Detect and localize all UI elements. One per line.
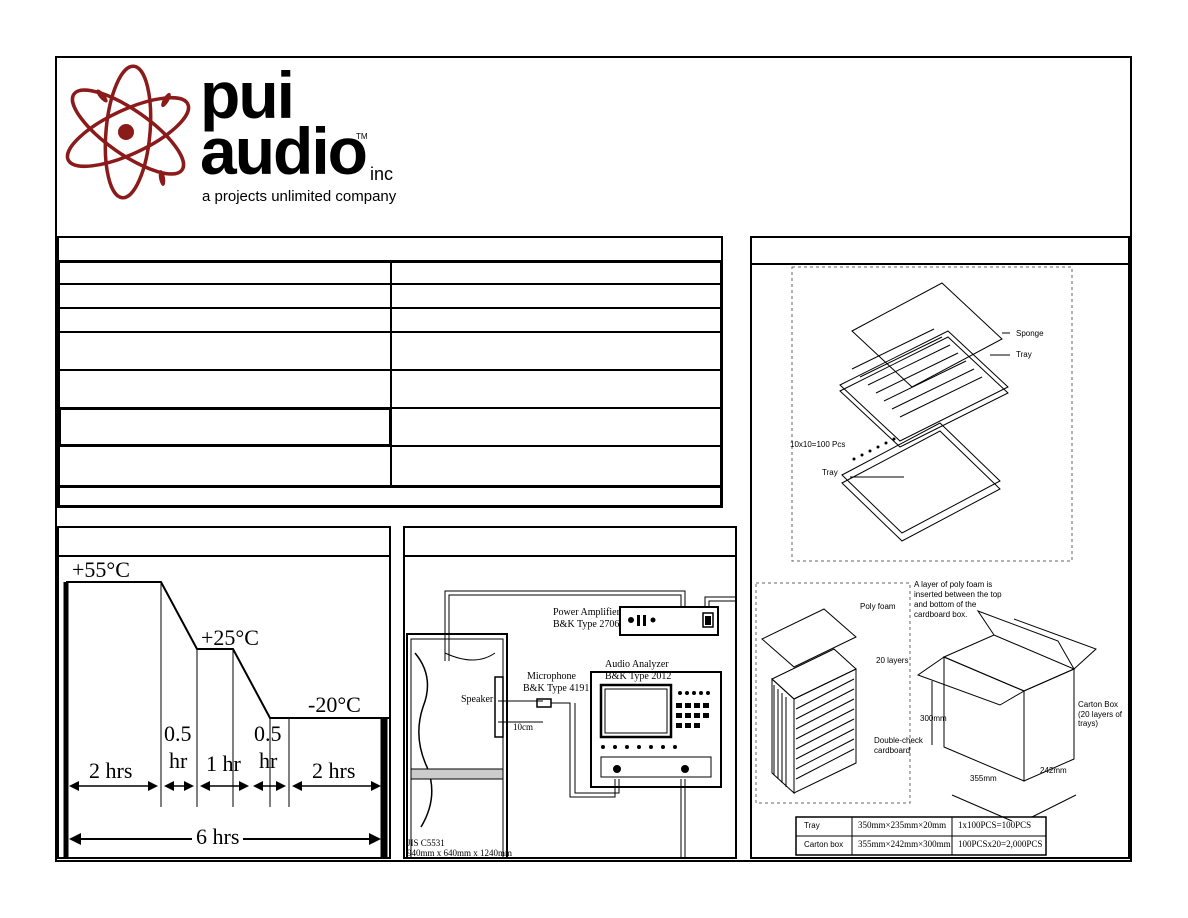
temp-cold-label: -20°C — [308, 692, 361, 717]
brand-suffix: inc — [370, 164, 394, 184]
table-row — [391, 262, 721, 284]
segment-1-label: 2 hrs — [89, 758, 133, 784]
table-row — [59, 262, 391, 284]
table-row — [59, 332, 391, 370]
temperature-profile-diagram — [63, 581, 389, 857]
mic-label-2: B&K Type 4191 — [523, 683, 590, 694]
atom-logo-icon — [65, 64, 191, 200]
table-row — [391, 332, 721, 370]
table-row: Carton box 355mm×242mm×300mm 100PCSx20=2… — [796, 836, 1046, 855]
baffle-label-1: JIS C5531 — [407, 838, 445, 848]
table-cell: 355mm×242mm×300mm — [858, 839, 951, 849]
brand-tagline: a projects unlimited company — [202, 188, 397, 205]
analyzer-label-1: Audio Analyzer — [605, 659, 669, 670]
table-cell: 100PCSx20=2,000PCS — [958, 839, 1043, 849]
table-row — [59, 408, 391, 446]
table-row — [59, 284, 391, 308]
baffle-label-2: 940mm x 640mm x 1240mm — [407, 848, 513, 858]
mic-label-1: Microphone — [527, 671, 576, 682]
carton-label-1: Carton Box — [1078, 700, 1119, 709]
table-cell: Carton box — [804, 840, 844, 849]
dim-depth-label: 242mm — [1040, 766, 1067, 775]
table-row — [391, 284, 721, 308]
test-setup-header — [405, 528, 735, 557]
ramp-2-unit: hr — [259, 748, 278, 773]
segment-2-label: 1 hr — [206, 751, 241, 776]
poly-foam-label: Poly foam — [860, 602, 896, 611]
table-cell: 1x100PCS=100PCS — [958, 820, 1032, 830]
segment-3-label: 2 hrs — [312, 758, 356, 784]
table-row — [59, 308, 391, 332]
test-setup-diagram — [406, 590, 735, 857]
temperature-profile-panel — [57, 526, 391, 859]
table-row — [391, 370, 721, 408]
pcs-label: 10x10=100 Pcs — [790, 440, 846, 449]
carton-label-2: (20 layers of trays) — [1078, 710, 1123, 728]
ramp-2-value: 0.5 — [254, 721, 282, 746]
packaging-panel: Sponge Tray 10x10=100 Pcs Tray Poly foam… — [750, 236, 1130, 859]
test-setup-panel: Power Amplifier B&K Type 2706 Audio Anal… — [403, 526, 737, 859]
table-row — [391, 308, 721, 332]
poly-note-1: A layer of poly foam is — [914, 580, 993, 589]
table-cell: 350mm×235mm×20mm — [858, 820, 947, 830]
page-frame — [55, 56, 1132, 862]
table-row — [59, 370, 391, 408]
poly-note-4: cardboard box. — [914, 610, 968, 619]
temp-hot-label: +55°C — [72, 557, 130, 582]
brand-top: pui — [200, 58, 295, 132]
table-row: Tray 350mm×235mm×20mm 1x100PCS=100PCS — [796, 817, 1046, 836]
temperature-profile-header — [59, 528, 389, 557]
specs-table — [57, 236, 723, 508]
packaging-header — [752, 238, 1128, 265]
specs-table-header — [59, 238, 721, 262]
table-row — [391, 408, 721, 446]
company-logo: pui audio TM inc a projects unlimited co… — [58, 60, 418, 210]
table-row — [59, 486, 721, 506]
trademark: TM — [356, 132, 368, 141]
table-cell: Tray — [804, 821, 820, 830]
tray-top-label: Tray — [1016, 350, 1032, 359]
amp-label-2: B&K Type 2706 — [553, 619, 620, 630]
layers-label: 20 layers — [876, 656, 909, 665]
brand-bottom: audio — [200, 114, 368, 188]
poly-note-3: and bottom of the — [914, 600, 977, 609]
distance-label: 10cm — [513, 722, 533, 732]
specs-table-grid — [59, 262, 721, 506]
packaging-table: Tray 350mm×235mm×20mm 1x100PCS=100PCS Ca… — [796, 817, 1046, 855]
analyzer-label-2: B&K Type 2012 — [605, 671, 672, 682]
ramp-1-value: 0.5 — [164, 721, 192, 746]
total-duration-label: 6 hrs — [192, 824, 244, 850]
cardboard-label: cardboard — [874, 746, 911, 755]
speaker-label: Speaker — [461, 694, 494, 705]
double-check-label: Double-check — [874, 736, 923, 745]
poly-note-2: inserted between the top — [914, 590, 1002, 599]
tray-assembly-diagram — [755, 266, 1097, 856]
amp-label-1: Power Amplifier — [553, 607, 620, 618]
temp-room-label: +25°C — [201, 625, 259, 650]
table-row — [59, 446, 391, 486]
ramp-1-unit: hr — [169, 748, 188, 773]
dim-height-label: 300mm — [920, 714, 947, 723]
sponge-label: Sponge — [1016, 329, 1044, 338]
dim-width-label: 355mm — [970, 774, 997, 783]
table-row — [391, 446, 721, 486]
tray-bottom-label: Tray — [822, 468, 838, 477]
